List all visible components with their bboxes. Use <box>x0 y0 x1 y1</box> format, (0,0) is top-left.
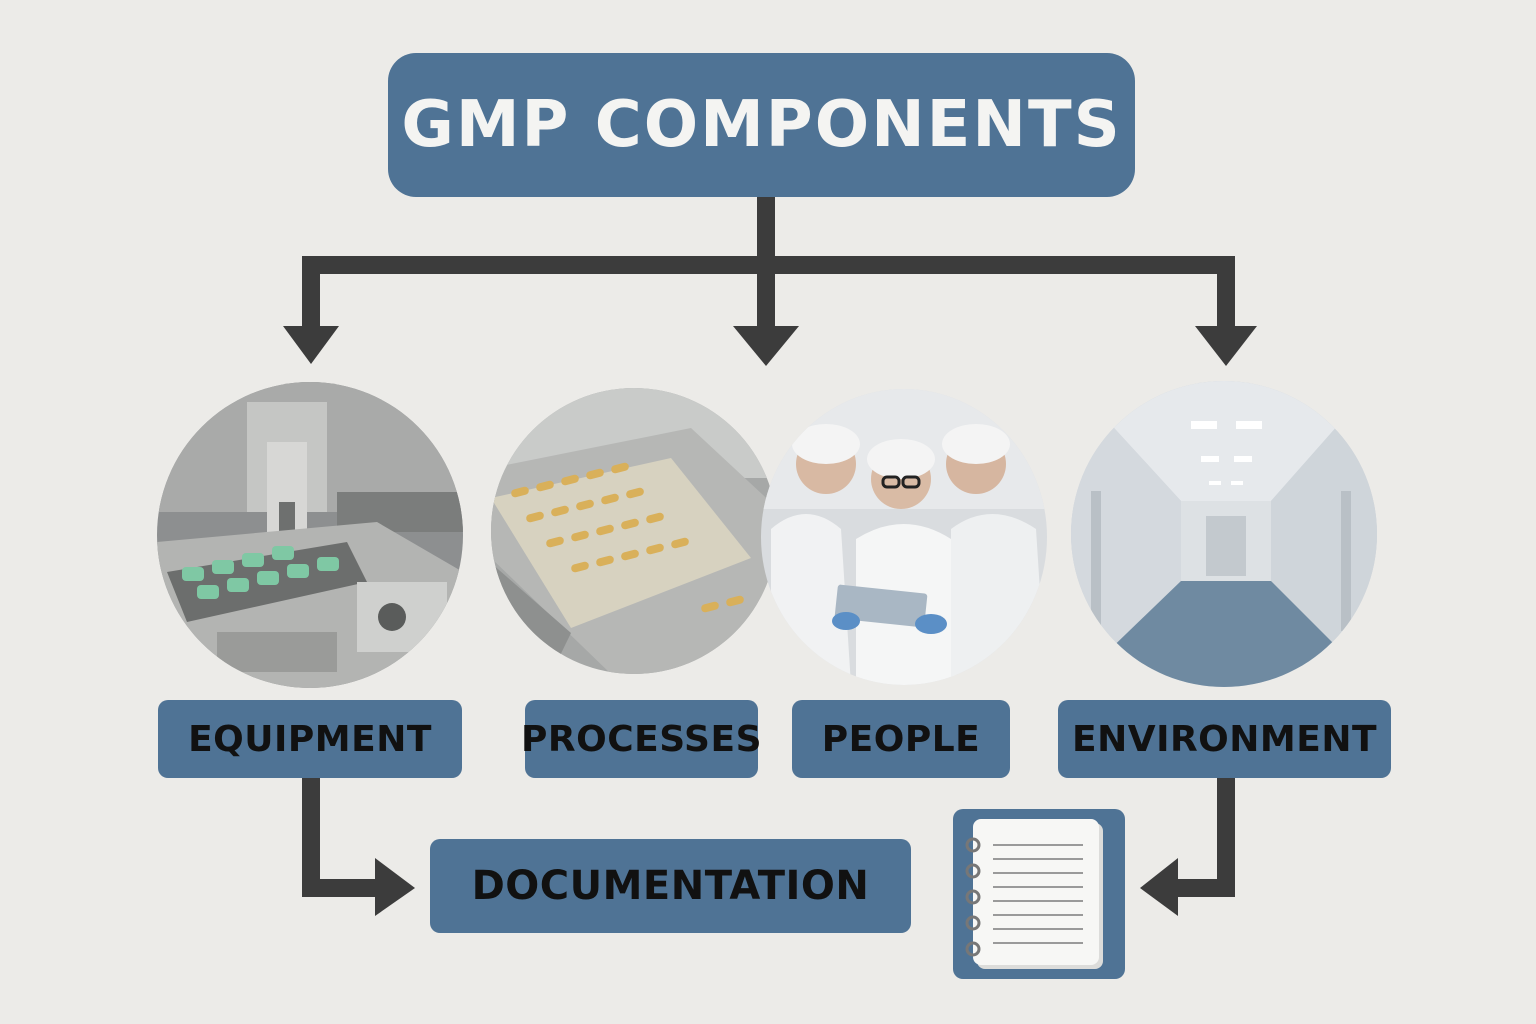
documentation-label: DOCUMENTATION <box>430 839 911 933</box>
arrow-head-documentation-right <box>1140 858 1178 916</box>
arrow-head-equipment <box>283 326 339 364</box>
environment-to-documentation-line <box>1175 778 1235 897</box>
environment-image <box>1071 381 1377 687</box>
people-image <box>761 389 1047 685</box>
arrow-head-documentation-left <box>375 858 415 916</box>
equipment-to-documentation-line <box>302 778 385 897</box>
people-label: PEOPLE <box>792 700 1010 778</box>
environment-label: ENVIRONMENT <box>1058 700 1391 778</box>
diagram-title: GMP COMPONENTS <box>388 53 1135 197</box>
arrow-head-environment <box>1195 326 1257 366</box>
arrow-head-processes <box>733 326 799 366</box>
notebook-icon <box>953 809 1125 979</box>
equipment-label: EQUIPMENT <box>158 700 462 778</box>
equipment-image <box>157 382 463 688</box>
processes-label: PROCESSES <box>521 700 762 778</box>
processes-image <box>491 388 777 674</box>
